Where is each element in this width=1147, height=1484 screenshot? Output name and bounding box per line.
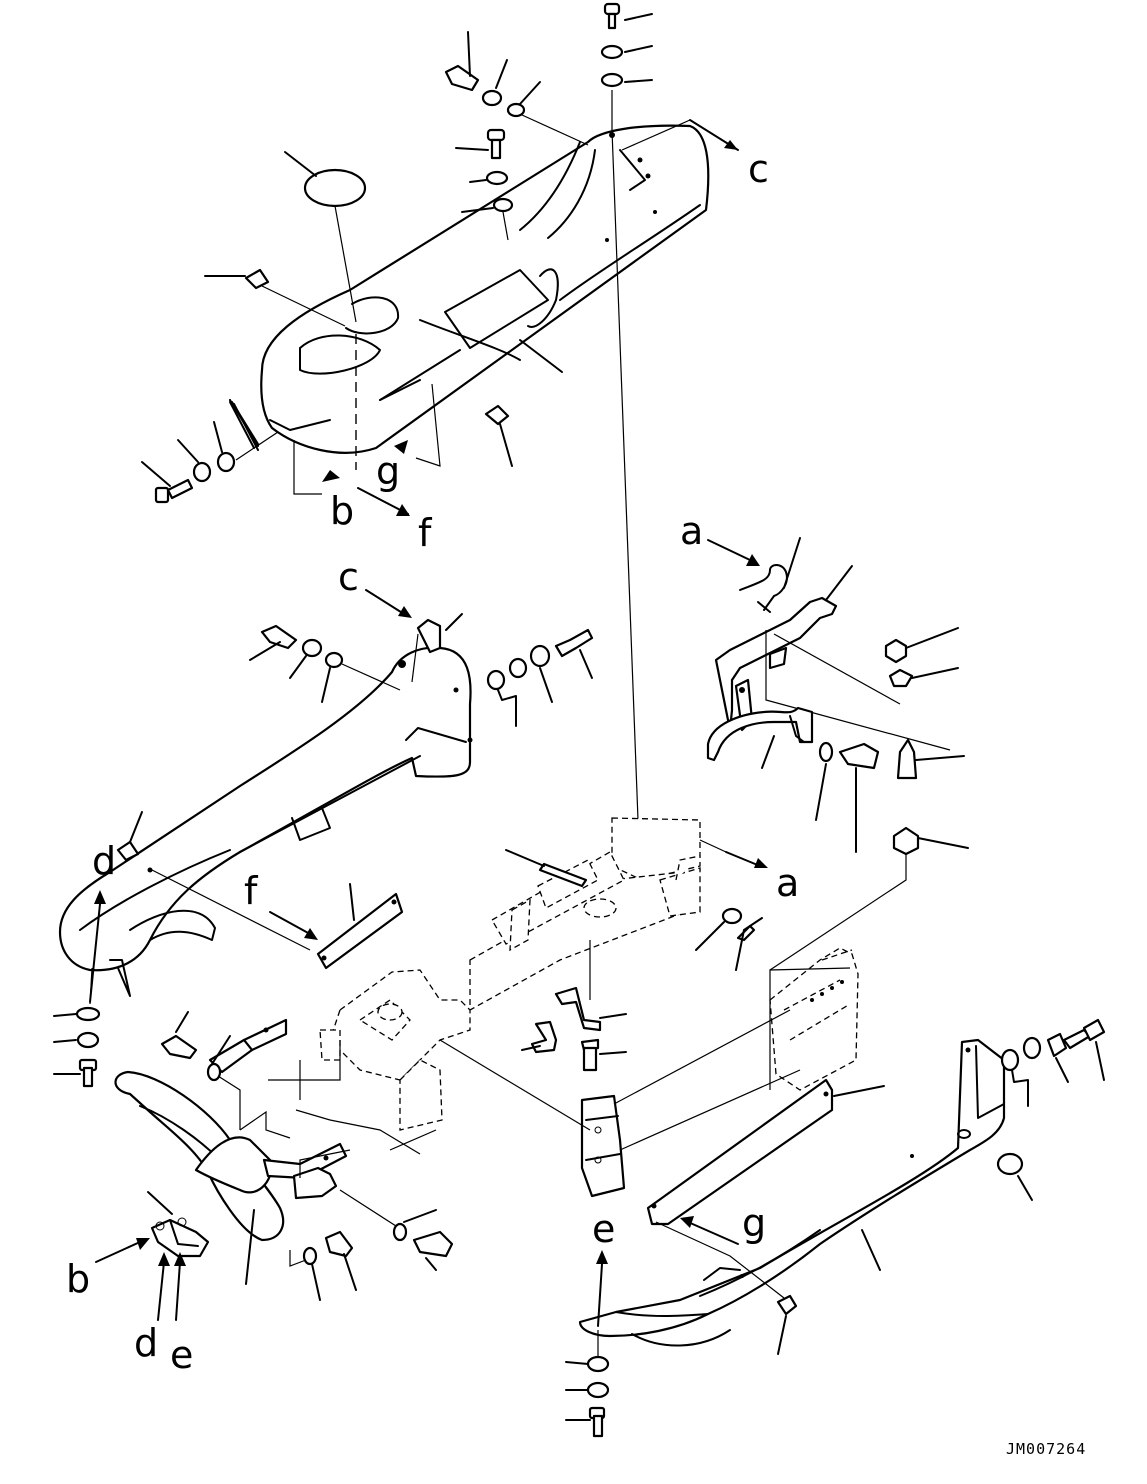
label-e-bottom: e [170,1333,193,1377]
label-a-frame: a [776,861,799,905]
top-left-side-bolts [141,421,279,504]
label-a-pedal: a [680,509,703,553]
label-g-plate: g [742,1201,766,1245]
right-side-cover [578,1038,1006,1347]
lower-center-box [439,1039,626,1198]
drawing-code: JM007264 [1006,1440,1086,1458]
top-left-bolt-group [444,31,589,241]
central-frame [319,817,701,1131]
top-bolt-stack [600,2,653,132]
left-cover-washer-stack [53,967,101,1088]
top-cover [260,124,710,454]
lower-handle-bolts [289,1189,454,1301]
pedal-bolt [815,741,880,853]
handle-bolts [160,1011,291,1139]
left-cover-bolts-right [486,628,594,727]
right-mount-frame [613,947,859,1151]
tube-handle [114,1018,348,1285]
label-b-top: b [330,489,354,533]
center-clip-set [521,940,627,1072]
pedal-nuts [884,627,959,688]
label-c-left: c [338,555,359,599]
label-d-bottom: d [134,1321,158,1365]
left-side-cover [58,646,473,997]
push-rivet-left [116,811,143,862]
spring [739,537,801,613]
plate-f [316,883,404,970]
clip-c [411,613,463,683]
foot-pedal [706,706,814,769]
right-cover-cap [996,1152,1024,1176]
right-washer-stack [565,1330,610,1438]
label-f-plate: f [244,869,259,913]
bracket-b [147,1191,210,1258]
frame-washer [695,907,763,971]
plate-g [646,1078,885,1226]
push-rivet-right [484,404,513,467]
label-g-top: g [376,449,400,493]
label-c-top: c [748,147,769,191]
central-pin [505,849,588,888]
label-d-left: d [92,839,116,883]
grease-nipple [769,738,969,971]
left-cover-bolts [249,624,401,703]
label-b-bottom: b [66,1257,90,1301]
push-rivet-bottom [776,1294,798,1355]
label-f-top: f [418,511,433,555]
label-e-right: e [592,1207,615,1251]
push-rivet-top [204,268,346,327]
right-cover-bolts [1000,1018,1106,1107]
